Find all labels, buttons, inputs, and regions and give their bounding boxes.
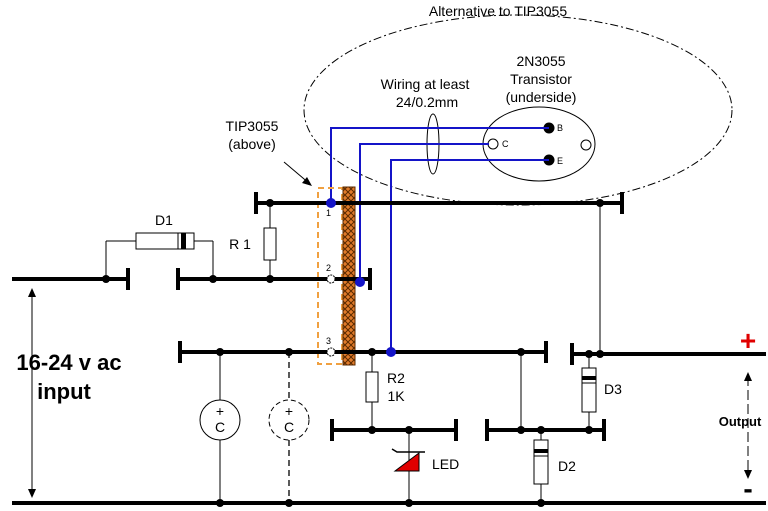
wiring-label-1: Wiring at least bbox=[381, 76, 470, 92]
tip3055-arrowhead bbox=[302, 177, 312, 186]
transistor-label-1: 2N3055 bbox=[516, 53, 565, 69]
heatsink bbox=[342, 186, 356, 366]
d2-label: D2 bbox=[558, 458, 576, 474]
led-cathode bbox=[391, 448, 425, 453]
tip3055-outline bbox=[317, 187, 343, 365]
junction-dots bbox=[102, 199, 604, 507]
pin-c-dot bbox=[487, 138, 499, 150]
input-arrow-bottom bbox=[28, 489, 36, 498]
cap2-label: C bbox=[284, 419, 294, 435]
pin-b-label: B bbox=[557, 123, 563, 133]
d3-body bbox=[581, 367, 597, 413]
tip-pin2-dot bbox=[326, 274, 336, 284]
blue-junction-2 bbox=[355, 277, 365, 287]
led-label: LED bbox=[432, 456, 459, 472]
tip-pin1-label: 1 bbox=[326, 208, 331, 218]
d3-label: D3 bbox=[604, 381, 622, 397]
pin-e-label: E bbox=[557, 156, 563, 166]
tip3055-label-2: (above) bbox=[228, 136, 275, 152]
d1-label: D1 bbox=[155, 212, 173, 228]
blue-junction-3 bbox=[386, 347, 396, 357]
led-symbol bbox=[393, 452, 420, 472]
cap1-body bbox=[199, 399, 241, 441]
output-minus: - bbox=[743, 473, 752, 504]
tip3055-label-1: TIP3055 bbox=[226, 118, 279, 134]
r1-label: R 1 bbox=[229, 236, 251, 252]
cap1-plus: + bbox=[216, 403, 224, 419]
blue-wires bbox=[330, 127, 549, 352]
blue-junction-1 bbox=[326, 198, 336, 208]
input-label-1: 16-24 v ac bbox=[16, 350, 121, 375]
d3-band bbox=[582, 376, 596, 380]
input-arrow-top bbox=[28, 288, 36, 297]
r2-body bbox=[365, 371, 379, 403]
cap2-body bbox=[268, 399, 310, 441]
circuit-wires bbox=[12, 192, 766, 505]
input-label-2: input bbox=[37, 379, 91, 404]
cap1-label: C bbox=[215, 419, 225, 435]
d1-body bbox=[135, 232, 195, 250]
r1-body bbox=[263, 227, 277, 261]
output-label: Output bbox=[719, 414, 762, 429]
transistor-2n3055-outline bbox=[482, 106, 596, 182]
d1-band bbox=[181, 233, 186, 249]
transistor-label-3: (underside) bbox=[506, 89, 577, 105]
output-arrow-top bbox=[744, 372, 752, 381]
wiring-label-2: 24/0.2mm bbox=[396, 94, 458, 110]
d2-body bbox=[533, 439, 549, 485]
alternative-title: Alternative to TIP3055 bbox=[429, 3, 567, 19]
tip-pin2-label: 2 bbox=[326, 263, 331, 273]
r2-label: R2 bbox=[387, 370, 405, 386]
output-arrow-bottom bbox=[744, 470, 752, 479]
tip-pin3-label: 3 bbox=[326, 336, 331, 346]
tip-pin3-dot bbox=[326, 347, 336, 357]
output-plus: + bbox=[740, 325, 756, 356]
transistor-label-2: Transistor bbox=[510, 71, 572, 87]
mount-hole bbox=[580, 139, 592, 151]
cap2-plus: + bbox=[285, 403, 293, 419]
r2-value: 1K bbox=[387, 388, 405, 404]
pin-c-label: C bbox=[502, 139, 509, 149]
d2-band bbox=[534, 449, 548, 453]
